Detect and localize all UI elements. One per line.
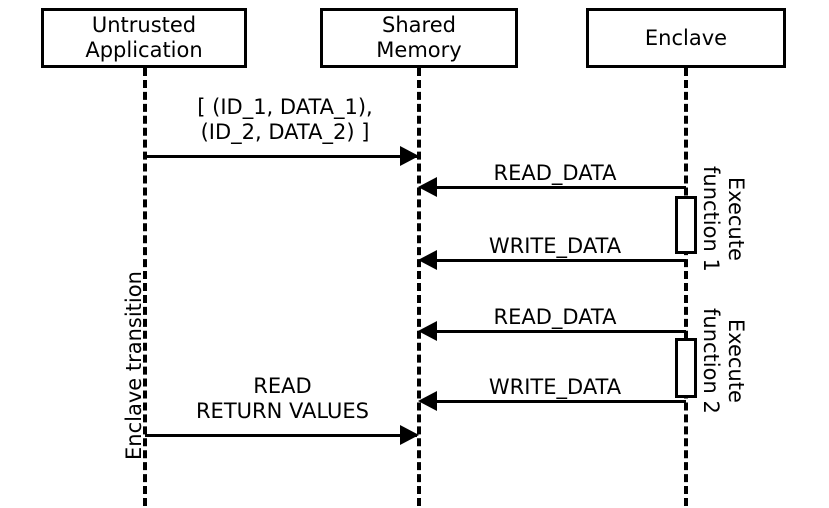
- arrowhead-read-return: [400, 425, 419, 445]
- arrowhead-write-data-2: [418, 391, 437, 411]
- participant-label-line1: Enclave: [644, 25, 728, 50]
- message-arrow-read-data-2: [436, 330, 686, 333]
- participant-enclave: Enclave: [586, 8, 786, 68]
- message-arrow-write-data-2: [436, 400, 686, 403]
- message-label-read-data-1: READ_DATA: [430, 161, 680, 186]
- message-label-line2: (ID_2, DATA_2) ]: [200, 120, 370, 145]
- message-label-line2: RETURN VALUES: [195, 399, 370, 424]
- message-label-read-return: READ RETURN VALUES: [150, 374, 415, 424]
- annotation-enclave-transition: Enclave transition: [122, 271, 147, 460]
- message-label-send-id-data: [ (ID_1, DATA_1), (ID_2, DATA_2) ]: [150, 95, 420, 145]
- participant-label-line1: Untrusted: [91, 13, 197, 38]
- arrowhead-send-id-data: [400, 146, 419, 166]
- message-arrow-read-return: [145, 434, 417, 437]
- lifeline-untrusted-application: [143, 68, 147, 506]
- participant-shared-memory: Shared Memory: [320, 8, 518, 68]
- message-label-write-data-1: WRITE_DATA: [430, 234, 680, 259]
- message-arrow-write-data-1: [436, 259, 686, 262]
- message-label-line1: READ: [253, 374, 312, 398]
- message-label-write-data-2: WRITE_DATA: [430, 375, 680, 400]
- lifeline-shared-memory: [417, 68, 421, 506]
- message-label-line1: [ (ID_1, DATA_1),: [197, 95, 373, 119]
- arrowhead-read-data-2: [418, 321, 437, 341]
- annotation-execute-function-1: Execute function 1: [698, 166, 748, 272]
- annotation-execute-function-2: Execute function 2: [698, 308, 748, 414]
- annotation-text-line2: function 2: [699, 308, 724, 414]
- message-arrow-send-id-data: [145, 155, 417, 158]
- activation-bar-function-1: [675, 196, 697, 254]
- message-label-line1: WRITE_DATA: [488, 375, 622, 399]
- message-label-line1: WRITE_DATA: [488, 234, 622, 258]
- lifeline-enclave: [684, 68, 688, 506]
- participant-label-line2: Application: [85, 38, 203, 62]
- participant-label-line1: Shared: [382, 13, 456, 38]
- message-label-line1: READ_DATA: [493, 161, 617, 185]
- annotation-text-line1: Execute: [724, 176, 748, 261]
- participant-untrusted-application: Untrusted Application: [41, 8, 247, 68]
- message-label-read-data-2: READ_DATA: [430, 305, 680, 330]
- annotation-text-line1: Execute: [724, 318, 748, 403]
- annotation-text-line2: function 1: [699, 166, 724, 272]
- arrowhead-write-data-1: [418, 250, 437, 270]
- participant-label-line2: Memory: [376, 38, 462, 62]
- activation-bar-function-2: [675, 338, 697, 398]
- message-arrow-read-data-1: [436, 186, 686, 189]
- arrowhead-read-data-1: [418, 177, 437, 197]
- annotation-text: Enclave transition: [122, 271, 146, 460]
- message-label-line1: READ_DATA: [493, 305, 617, 329]
